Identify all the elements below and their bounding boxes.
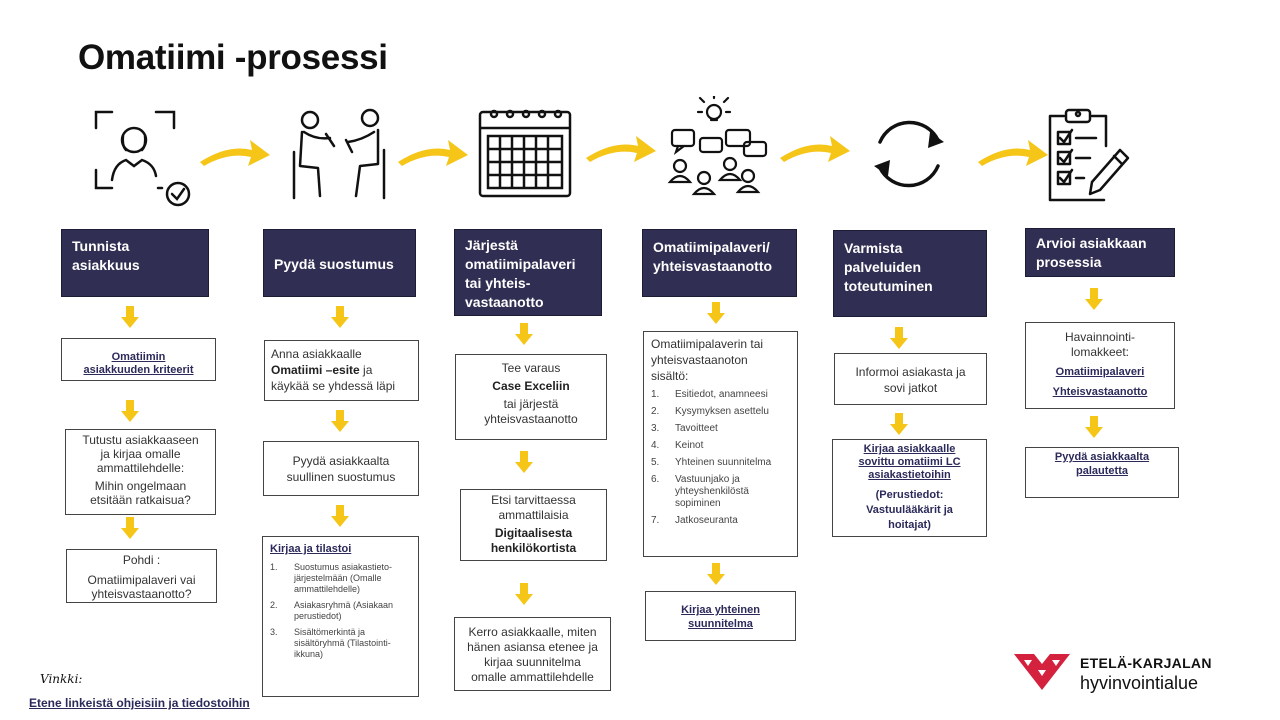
down-arrow <box>890 413 908 435</box>
step-header-1: Tunnista asiakkuus <box>61 229 209 297</box>
two-people-talking-icon <box>292 108 386 200</box>
list-item: 1. Suostumus asiakastieto-järjestelmään … <box>270 562 393 594</box>
logo-subtitle: hyvinvointialue <box>1080 673 1199 693</box>
down-arrow <box>515 451 533 473</box>
list-item: 2.Kysymyksen asettelu <box>651 406 769 417</box>
flow-arrow-4 <box>780 136 850 162</box>
calendar-icon <box>478 109 572 198</box>
page-title: Omatiimi -prosessi <box>78 38 388 77</box>
down-arrow <box>121 306 139 328</box>
list-item: 1.Esitiedot, anamneesi <box>651 389 768 400</box>
flow-arrow-2 <box>398 140 468 166</box>
down-arrow <box>515 583 533 605</box>
observation-forms-box: Havainnointi- lomakkeet: Omatiimipalaver… <box>1025 322 1175 409</box>
organization-logo-icon <box>1014 654 1070 690</box>
inform-client-box: Kerro asiakkaalle, miten hänen asiansa e… <box>454 617 611 691</box>
clipboard-checklist-icon <box>1048 108 1130 202</box>
list-item: 3.Tavoitteet <box>651 423 718 434</box>
step-header-6: Arvioi asiakkaan prosessia <box>1025 228 1175 277</box>
down-arrow <box>890 327 908 349</box>
meeting-content-box: Omatiimipalaverin tai yhteisvastaanoton … <box>643 331 798 557</box>
flow-arrow-5 <box>978 140 1048 166</box>
list-item: 2.Asiakasryhmä (Asiakaan perustiedot) <box>270 600 394 621</box>
down-arrow <box>515 323 533 345</box>
step-header-2: Pyydä suostumus <box>263 229 416 297</box>
cycle-icon <box>874 120 944 188</box>
face-scan-icon <box>94 110 191 207</box>
logo-title: ETELÄ-KARJALAN <box>1080 655 1212 671</box>
down-arrow <box>707 302 725 324</box>
group-discussion-icon <box>667 96 768 196</box>
step-header-5: Varmista palveluiden toteutuminen <box>833 230 987 317</box>
step-header-3: Järjestä omatiimipalaveri tai yhteis- va… <box>454 229 602 316</box>
get-to-know-box: Tutustu asiakkaaseen ja kirjaa omalle am… <box>65 429 216 515</box>
down-arrow <box>331 505 349 527</box>
record-stats-box: Kirjaa ja tilastoi 1. Suostumus asiakast… <box>262 536 419 697</box>
tip-link[interactable]: Etene linkeistä ohjeisiin ja tiedostoihi… <box>29 696 250 710</box>
down-arrow <box>1085 288 1103 310</box>
feedback-link-box[interactable]: Pyydä asiakkaalta palautetta <box>1025 447 1179 498</box>
record-stats-link[interactable]: Kirjaa ja tilastoi <box>270 543 352 555</box>
down-arrow <box>1085 416 1103 438</box>
digital-card-link[interactable]: Digitaalisesta <box>494 526 573 540</box>
consider-box: Pohdi : Omatiimipalaveri vai yhteisvasta… <box>66 549 217 603</box>
yhteisvastaanotto-form-link[interactable]: Yhteisvastaanotto <box>1052 386 1148 398</box>
list-item: 5.Yhteinen suunnitelma <box>651 457 772 468</box>
verbal-consent-box: Pyydä asiakkaalta suullinen suostumus <box>263 441 419 496</box>
list-item: 4.Keinot <box>651 440 704 451</box>
omatiimipalaveri-form-link[interactable]: Omatiimipalaveri <box>1055 366 1145 378</box>
down-arrow <box>121 400 139 422</box>
find-professionals-box: Etsi tarvittaessa ammattilaisia Digitaal… <box>460 489 607 561</box>
joint-plan-link-box[interactable]: Kirjaa yhteinen suunnitelma <box>645 591 796 641</box>
down-arrow <box>121 517 139 539</box>
down-arrow <box>331 410 349 432</box>
list-item: 7.Jatkoseuranta <box>651 515 738 526</box>
brochure-link[interactable]: Omatiimi –esite <box>271 363 360 377</box>
flow-arrow-1 <box>200 140 270 166</box>
list-item: 6.Vastuunjako ja yhteyshenkilöstä sopimi… <box>651 474 749 509</box>
list-item: 3. Sisältömerkintä ja sisältöryhmä (Tila… <box>270 627 391 659</box>
inform-and-agree-box: Informoi asiakasta ja sovi jatkot <box>834 353 987 405</box>
criteria-link-box[interactable]: Omatiimin asiakkuuden kriteerit <box>61 338 216 381</box>
flow-arrow-3 <box>586 136 656 162</box>
record-omatiimi-box[interactable]: Kirjaa asiakkaalle sovittu omatiimi LC a… <box>832 439 987 537</box>
down-arrow <box>707 563 725 585</box>
brochure-box: Anna asiakkaalle Omatiimi –esite ja käyk… <box>264 340 419 401</box>
case-excel-link[interactable]: Case Exceliin <box>492 379 570 393</box>
tip-label: Vinkki: <box>40 672 83 686</box>
step-header-4: Omatiimipalaveri/ yhteisvastaanotto <box>642 229 797 297</box>
reservation-box: Tee varaus Case Exceliin tai järjestä yh… <box>455 354 607 440</box>
down-arrow <box>331 306 349 328</box>
